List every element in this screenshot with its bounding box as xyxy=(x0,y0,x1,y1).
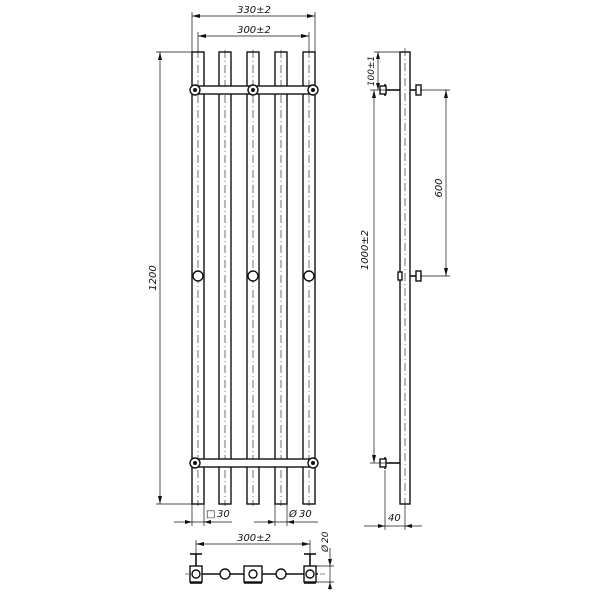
center-spacing-label: 300±2 xyxy=(237,25,271,36)
dim-round-profile: Ø 30 xyxy=(254,504,318,526)
dim-wall-offset: 40 xyxy=(364,470,422,530)
front-view: 330±2 300±2 1200 □ 30 xyxy=(148,5,319,526)
connection-spacing-label: 1000±2 xyxy=(360,230,371,270)
bottom-brackets xyxy=(190,553,316,566)
dim-center-spacing: 300±2 xyxy=(197,25,310,52)
diameter-small-symbol: Ø xyxy=(320,544,331,553)
height-label: 1200 xyxy=(148,265,159,290)
dim-diameter-small: Ø 20 xyxy=(316,531,334,590)
overall-width-label: 330±2 xyxy=(237,5,271,16)
diameter-small-label: 20 xyxy=(321,531,331,543)
round-profile-label: 30 xyxy=(299,509,312,520)
dim-square-profile: □ 30 xyxy=(174,504,232,526)
square-profile-label: 30 xyxy=(217,509,230,520)
dim-overall-width: 330±2 xyxy=(191,5,316,52)
diameter-symbol: Ø xyxy=(288,508,298,520)
dim-height: 1200 xyxy=(148,51,192,505)
square-symbol: □ xyxy=(206,509,215,520)
top-collector xyxy=(189,84,319,96)
dim-mount-spacing: 600 xyxy=(420,89,450,277)
bottom-collector xyxy=(189,457,319,469)
wall-offset-label: 40 xyxy=(388,513,401,524)
mount-spacing-label: 600 xyxy=(434,178,445,197)
dim-top-offset: 100±1 xyxy=(367,51,400,90)
bottom-view: 300±2 Ø 20 xyxy=(185,531,334,590)
side-view: 100±1 1000±2 600 40 xyxy=(360,48,450,530)
bottom-spacing-label: 300±2 xyxy=(237,533,271,544)
dim-connection-spacing: 1000±2 xyxy=(360,89,385,464)
dim-bottom-spacing: 300±2 xyxy=(195,533,311,554)
middle-mounts xyxy=(192,270,315,282)
top-offset-label: 100±1 xyxy=(367,56,377,86)
